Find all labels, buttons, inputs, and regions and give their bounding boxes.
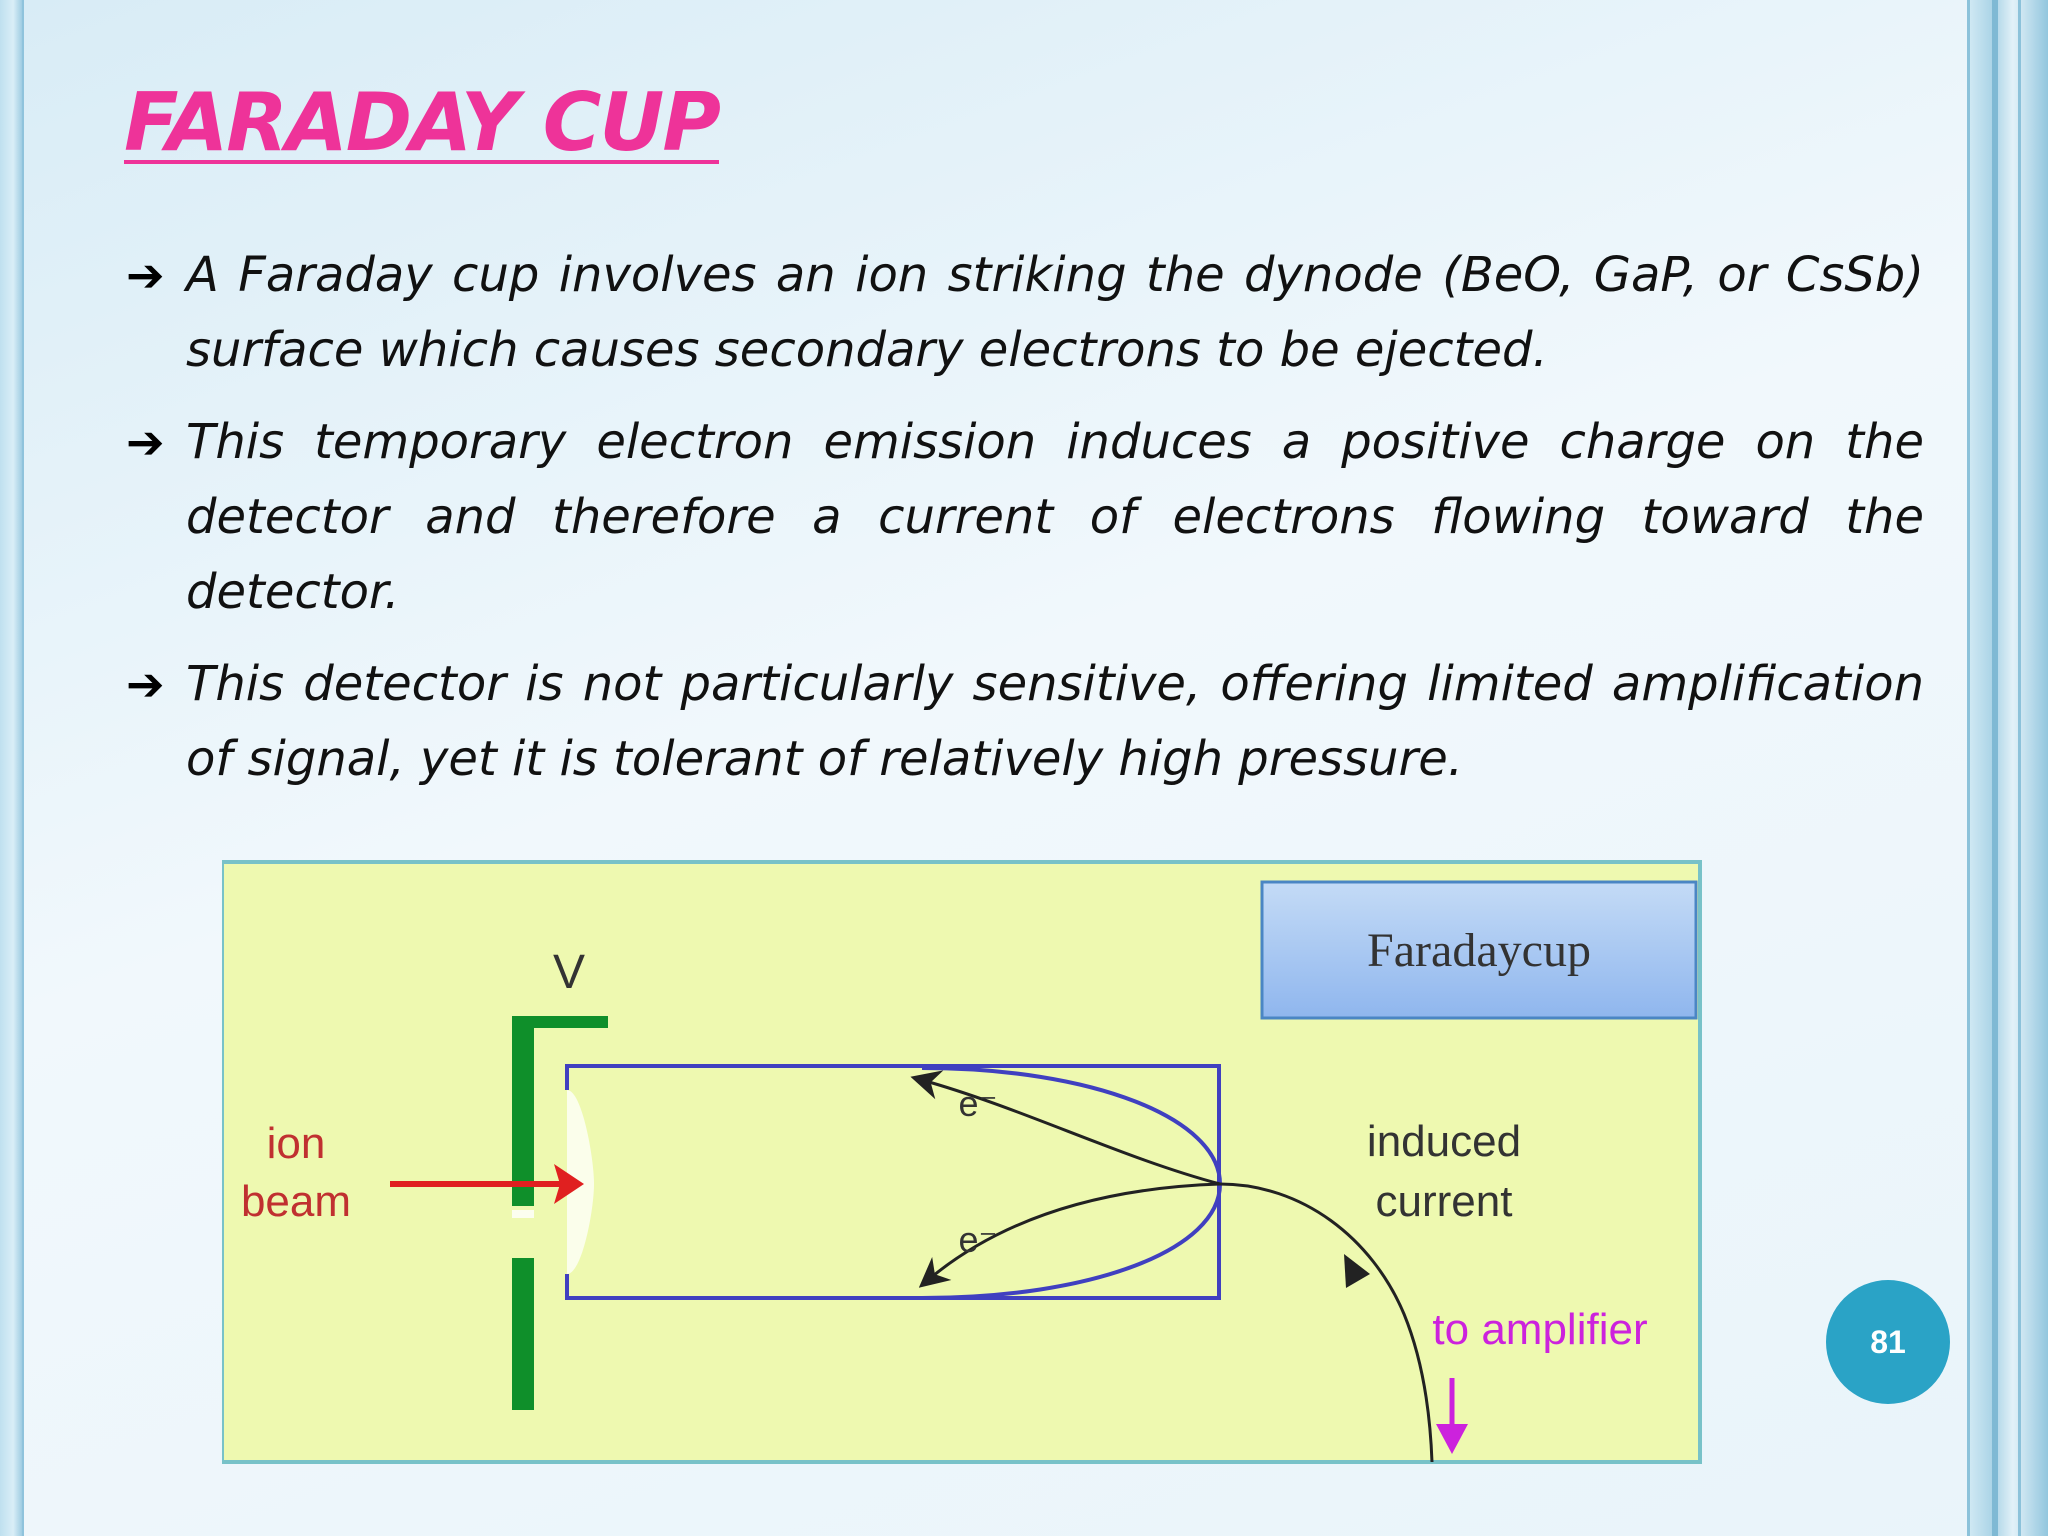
voltage-label: V <box>553 946 585 999</box>
amplifier-label: to amplifier <box>1432 1305 1647 1354</box>
right-arrow-icon: ➔ <box>126 248 165 302</box>
plate-upper <box>512 1016 534 1206</box>
diagram-title-box <box>1260 880 1698 1020</box>
faraday-cup-diagram: Faradaycup V e⁻ e⁻ ion beam induced curr… <box>222 860 1702 1464</box>
bullet-text: A Faraday cup involves an ion striking t… <box>186 247 1924 378</box>
beam-label: beam <box>241 1177 351 1226</box>
induced-current-path <box>1219 1182 1434 1463</box>
ion-label: ion <box>267 1119 326 1168</box>
bullet-item: ➔ This detector is not particularly sens… <box>126 647 1924 797</box>
ion-beam-arrowhead <box>554 1164 584 1204</box>
plate-gap <box>512 1210 534 1218</box>
right-border-decoration <box>1967 0 2048 1536</box>
current-label: current <box>1376 1177 1513 1226</box>
right-arrow-icon: ➔ <box>126 415 165 469</box>
electron-label-top: e⁻ <box>958 1083 997 1124</box>
bullet-text: This temporary electron emission induces… <box>186 414 1924 620</box>
electron-label-bottom: e⁻ <box>958 1219 997 1260</box>
induced-current-arrowhead <box>1344 1254 1370 1288</box>
bullet-text: This detector is not particularly sensit… <box>186 656 1924 787</box>
plate-lower <box>512 1258 534 1410</box>
amplifier-arrowhead <box>1436 1424 1468 1454</box>
electron-path-bottom <box>918 1182 1221 1288</box>
bullet-item: ➔ A Faraday cup involves an ion striking… <box>126 238 1924 388</box>
induced-label: induced <box>1367 1117 1521 1166</box>
bullet-item: ➔ This temporary electron emission induc… <box>126 405 1924 630</box>
left-border-decoration <box>0 0 24 1536</box>
electron-path-top <box>910 1070 1221 1186</box>
slide-title: FARADAY CUP <box>124 76 721 169</box>
page-number-badge: 81 <box>1826 1280 1950 1404</box>
right-arrow-icon: ➔ <box>126 657 165 711</box>
diagram-title: Faradaycup <box>1367 924 1591 977</box>
bullet-list: ➔ A Faraday cup involves an ion striking… <box>126 238 1924 814</box>
